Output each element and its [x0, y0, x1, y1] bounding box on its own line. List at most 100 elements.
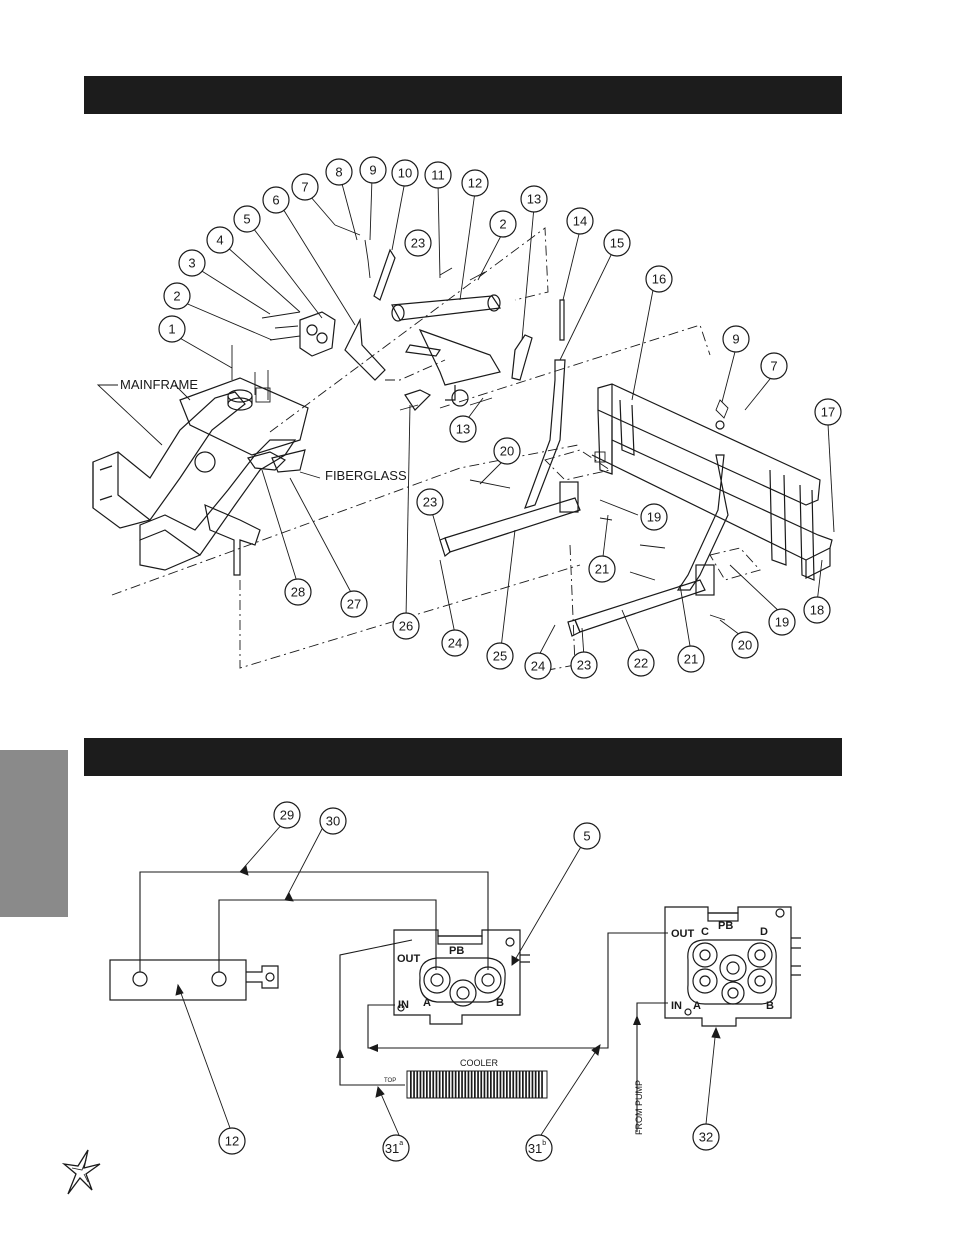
cooler-fin [429, 1071, 431, 1098]
callout-30: 30 [319, 807, 347, 835]
loader-frame-drawing [591, 383, 833, 581]
cooler-fin [442, 1071, 444, 1098]
callout-20: 20 [731, 631, 759, 659]
callout-14: 14 [566, 207, 594, 235]
mainframe-label: MAINFRAME [96, 377, 198, 446]
control-valve-left: OUT PB IN A B [393, 929, 530, 1025]
svg-text:3: 3 [188, 256, 195, 271]
callout-18: 18 [803, 596, 831, 624]
callout-10: 10 [391, 159, 419, 187]
cooler-fin [458, 1071, 460, 1098]
from-pump-label: FROM PUMP [634, 1080, 644, 1135]
cooler-fin [451, 1071, 454, 1098]
svg-text:5: 5 [583, 829, 590, 844]
cooler-label: COOLER [460, 1058, 499, 1068]
svg-text:21: 21 [684, 652, 698, 667]
cooler-fin [438, 1071, 441, 1098]
svg-text:24: 24 [531, 659, 545, 674]
svg-text:2: 2 [173, 289, 180, 304]
callout-29: 29 [273, 801, 301, 829]
svg-text:13: 13 [456, 422, 470, 437]
valve-right-c-label: C [701, 926, 709, 938]
callout-1: 1 [158, 315, 186, 343]
svg-text:1: 1 [168, 322, 175, 337]
svg-text:32: 32 [699, 1130, 713, 1145]
cooler-fin [502, 1071, 505, 1098]
cooler-fin [499, 1071, 502, 1098]
oil-cooler: COOLER TOP [384, 1058, 548, 1099]
callout-12: 12 [461, 169, 489, 197]
cooler-fin [410, 1071, 412, 1098]
svg-text:14: 14 [573, 214, 587, 229]
svg-text:7: 7 [770, 359, 777, 374]
callout-2: 2 [163, 282, 191, 310]
svg-text:4: 4 [216, 233, 223, 248]
cooler-fin [454, 1071, 457, 1098]
cooler-fin [448, 1071, 451, 1098]
svg-text:21: 21 [595, 562, 609, 577]
valve-left-b-label: B [496, 997, 504, 1009]
svg-text:13: 13 [527, 192, 541, 207]
svg-text:19: 19 [647, 510, 661, 525]
control-rods-drawing [524, 299, 729, 591]
svg-text:12: 12 [225, 1134, 239, 1149]
cooler-fin [493, 1071, 495, 1098]
valve-linkage-drawing [231, 224, 533, 411]
callout-6: 6 [262, 186, 290, 214]
callout-23: 23 [570, 651, 598, 679]
cooler-fin [522, 1071, 524, 1098]
callout-4: 4 [206, 226, 234, 254]
cooler-fin [435, 1071, 438, 1098]
callout-13: 13 [520, 185, 548, 213]
callout-9: 9 [722, 325, 750, 353]
cooler-fin [461, 1071, 463, 1098]
callout-20: 20 [493, 437, 521, 465]
mainframe-drawing [92, 377, 321, 576]
svg-text:18: 18 [810, 603, 824, 618]
valve-left-a-label: A [423, 997, 431, 1009]
valve-left-in-label: IN [398, 999, 409, 1011]
svg-text:8: 8 [335, 165, 342, 180]
callout-15: 15 [603, 229, 631, 257]
hydraulic-cylinder [109, 959, 279, 1001]
callout-26: 26 [392, 612, 420, 640]
bottom-section-header-bar [84, 738, 842, 776]
valve-left-pb-label: PB [449, 945, 464, 957]
cooler-fin [416, 1071, 419, 1098]
callout-5: 5 [573, 822, 601, 850]
control-valve-right: OUT PB C D IN A B [664, 906, 801, 1027]
cooler-fin [480, 1071, 483, 1098]
cooler-fin [531, 1071, 534, 1098]
callout-24: 24 [441, 629, 469, 657]
svg-text:27: 27 [347, 597, 361, 612]
callout-7: 7 [291, 173, 319, 201]
svg-text:28: 28 [291, 585, 305, 600]
svg-text:23: 23 [423, 495, 437, 510]
callout-25: 25 [486, 642, 514, 670]
valve-right-out-label: OUT [671, 928, 695, 940]
valve-right-a-label: A [693, 1000, 701, 1012]
cooler-fin [490, 1071, 492, 1098]
svg-text:6: 6 [272, 193, 279, 208]
cooler-fin [422, 1071, 425, 1098]
svg-text:24: 24 [448, 636, 462, 651]
cooler-fin [432, 1071, 435, 1098]
cooler-fin [515, 1071, 518, 1098]
valve-right-pb-label: PB [718, 920, 733, 932]
callout-19: 19 [640, 503, 668, 531]
hydraulic-leaders [175, 822, 721, 1136]
svg-text:29: 29 [280, 808, 294, 823]
brand-logo-icon [61, 1149, 101, 1195]
valve-left-out-label: OUT [397, 953, 421, 965]
mainframe-text: MAINFRAME [120, 377, 198, 392]
cooler-fin [528, 1071, 531, 1098]
svg-text:16: 16 [652, 272, 666, 287]
svg-text:25: 25 [493, 649, 507, 664]
callout-17: 17 [814, 398, 842, 426]
cooler-fin [419, 1071, 422, 1098]
callout-7: 7 [760, 352, 788, 380]
callout-27: 27 [340, 590, 368, 618]
cooler-fin [506, 1071, 508, 1098]
valve-right-b-label: B [766, 1000, 774, 1012]
cooler-fin [413, 1071, 415, 1098]
